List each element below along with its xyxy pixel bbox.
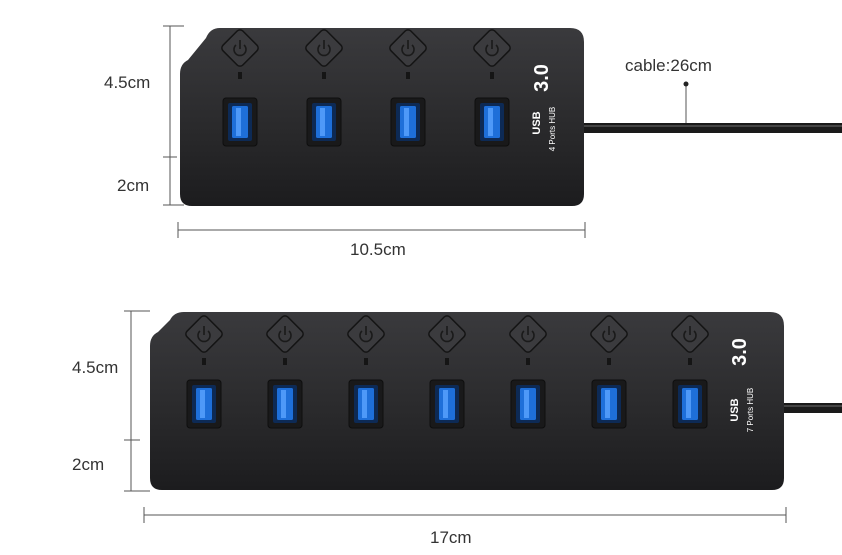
hub4-port-2 [305, 29, 343, 147]
hub4-height-bottom-label: 2cm [117, 176, 150, 195]
hub7-power-switch-3 [347, 315, 385, 353]
hub4-usb-port-1 [222, 97, 258, 147]
hub4-brand-label: USB [531, 111, 543, 134]
hub7-port-4 [428, 315, 466, 429]
hub7-led-4 [445, 358, 449, 365]
hub4-width-label: 10.5cm [350, 240, 406, 259]
hub4-product: 3.0 USB 4 Ports HUB [178, 26, 842, 208]
power-icon [602, 326, 616, 343]
hub7-brand-label: USB [729, 398, 741, 421]
hub7-cable [782, 403, 842, 413]
power-icon [683, 326, 697, 343]
hub4-cable-label: cable:26cm [625, 56, 712, 75]
power-icon [317, 40, 331, 57]
power-icon [401, 40, 415, 57]
hub7-product: 3.0 USB 7 Ports HUB [148, 310, 842, 494]
hub4-power-switch-3 [389, 29, 427, 67]
power-icon [521, 326, 535, 343]
hub7-illustration: 3.0 USB 7 Ports HUB [150, 312, 842, 490]
hub7-power-switch-5 [509, 315, 547, 353]
hub7-power-switch-6 [590, 315, 628, 353]
hub7-port-3 [347, 315, 385, 429]
hub7-power-switch-1 [185, 315, 223, 353]
hub7-usb-port-2 [267, 379, 303, 429]
hub7-led-5 [526, 358, 530, 365]
power-icon [278, 326, 292, 343]
hub7-usb-port-6 [591, 379, 627, 429]
hub7-speed-label: 3.0 [729, 338, 751, 366]
hub7-port-6 [590, 315, 628, 429]
hub4-usb-port-4 [474, 97, 510, 147]
hub4-cable [573, 123, 842, 133]
hub4-power-switch-1 [221, 29, 259, 67]
hub7-led-6 [607, 358, 611, 365]
power-icon [359, 326, 373, 343]
hub7-led-1 [202, 358, 206, 365]
hub4-port-1 [221, 29, 259, 147]
hub7-body [150, 312, 784, 490]
hub4-led-4 [490, 72, 494, 79]
hub7-port-5 [509, 315, 547, 429]
hub7-power-switch-2 [266, 315, 304, 353]
hub4-speed-label: 3.0 [531, 64, 553, 92]
hub7-port-2 [266, 315, 304, 429]
hub4-illustration: 3.0 USB 4 Ports HUB [180, 28, 842, 206]
hub4-led-1 [238, 72, 242, 79]
hub7-usb-port-5 [510, 379, 546, 429]
hub4-usb-port-3 [390, 97, 426, 147]
hub7-power-switch-7 [671, 315, 709, 353]
power-icon [485, 40, 499, 57]
hub7-port-1 [185, 315, 223, 429]
hub4-power-switch-2 [305, 29, 343, 67]
hub7-usb-port-7 [672, 379, 708, 429]
hub7-port-7 [671, 315, 709, 429]
hub4-body [180, 28, 584, 206]
power-icon [197, 326, 211, 343]
hub7-led-2 [283, 358, 287, 365]
hub4-power-switch-4 [473, 29, 511, 67]
hub4-led-2 [322, 72, 326, 79]
hub7-led-7 [688, 358, 692, 365]
hub4-port-3 [389, 29, 427, 147]
hub7-power-switch-4 [428, 315, 466, 353]
hub4-usb-port-2 [306, 97, 342, 147]
hub7-ports-label: 7 Ports HUB [746, 388, 755, 432]
hub7-usb-port-4 [429, 379, 465, 429]
hub4-port-4 [473, 29, 511, 147]
hub7-usb-port-1 [186, 379, 222, 429]
hub4-led-3 [406, 72, 410, 79]
hub4-height-top-label: 4.5cm [104, 73, 151, 92]
power-icon [440, 326, 454, 343]
hub7-height-bottom-label: 2cm [72, 455, 105, 474]
hub7-height-top-label: 4.5cm [72, 358, 119, 377]
hub4-ports-label: 4 Ports HUB [548, 107, 557, 151]
hub7-led-3 [364, 358, 368, 365]
hub7-usb-port-3 [348, 379, 384, 429]
hub7-width-label: 17cm [430, 528, 472, 547]
power-icon [233, 40, 247, 57]
